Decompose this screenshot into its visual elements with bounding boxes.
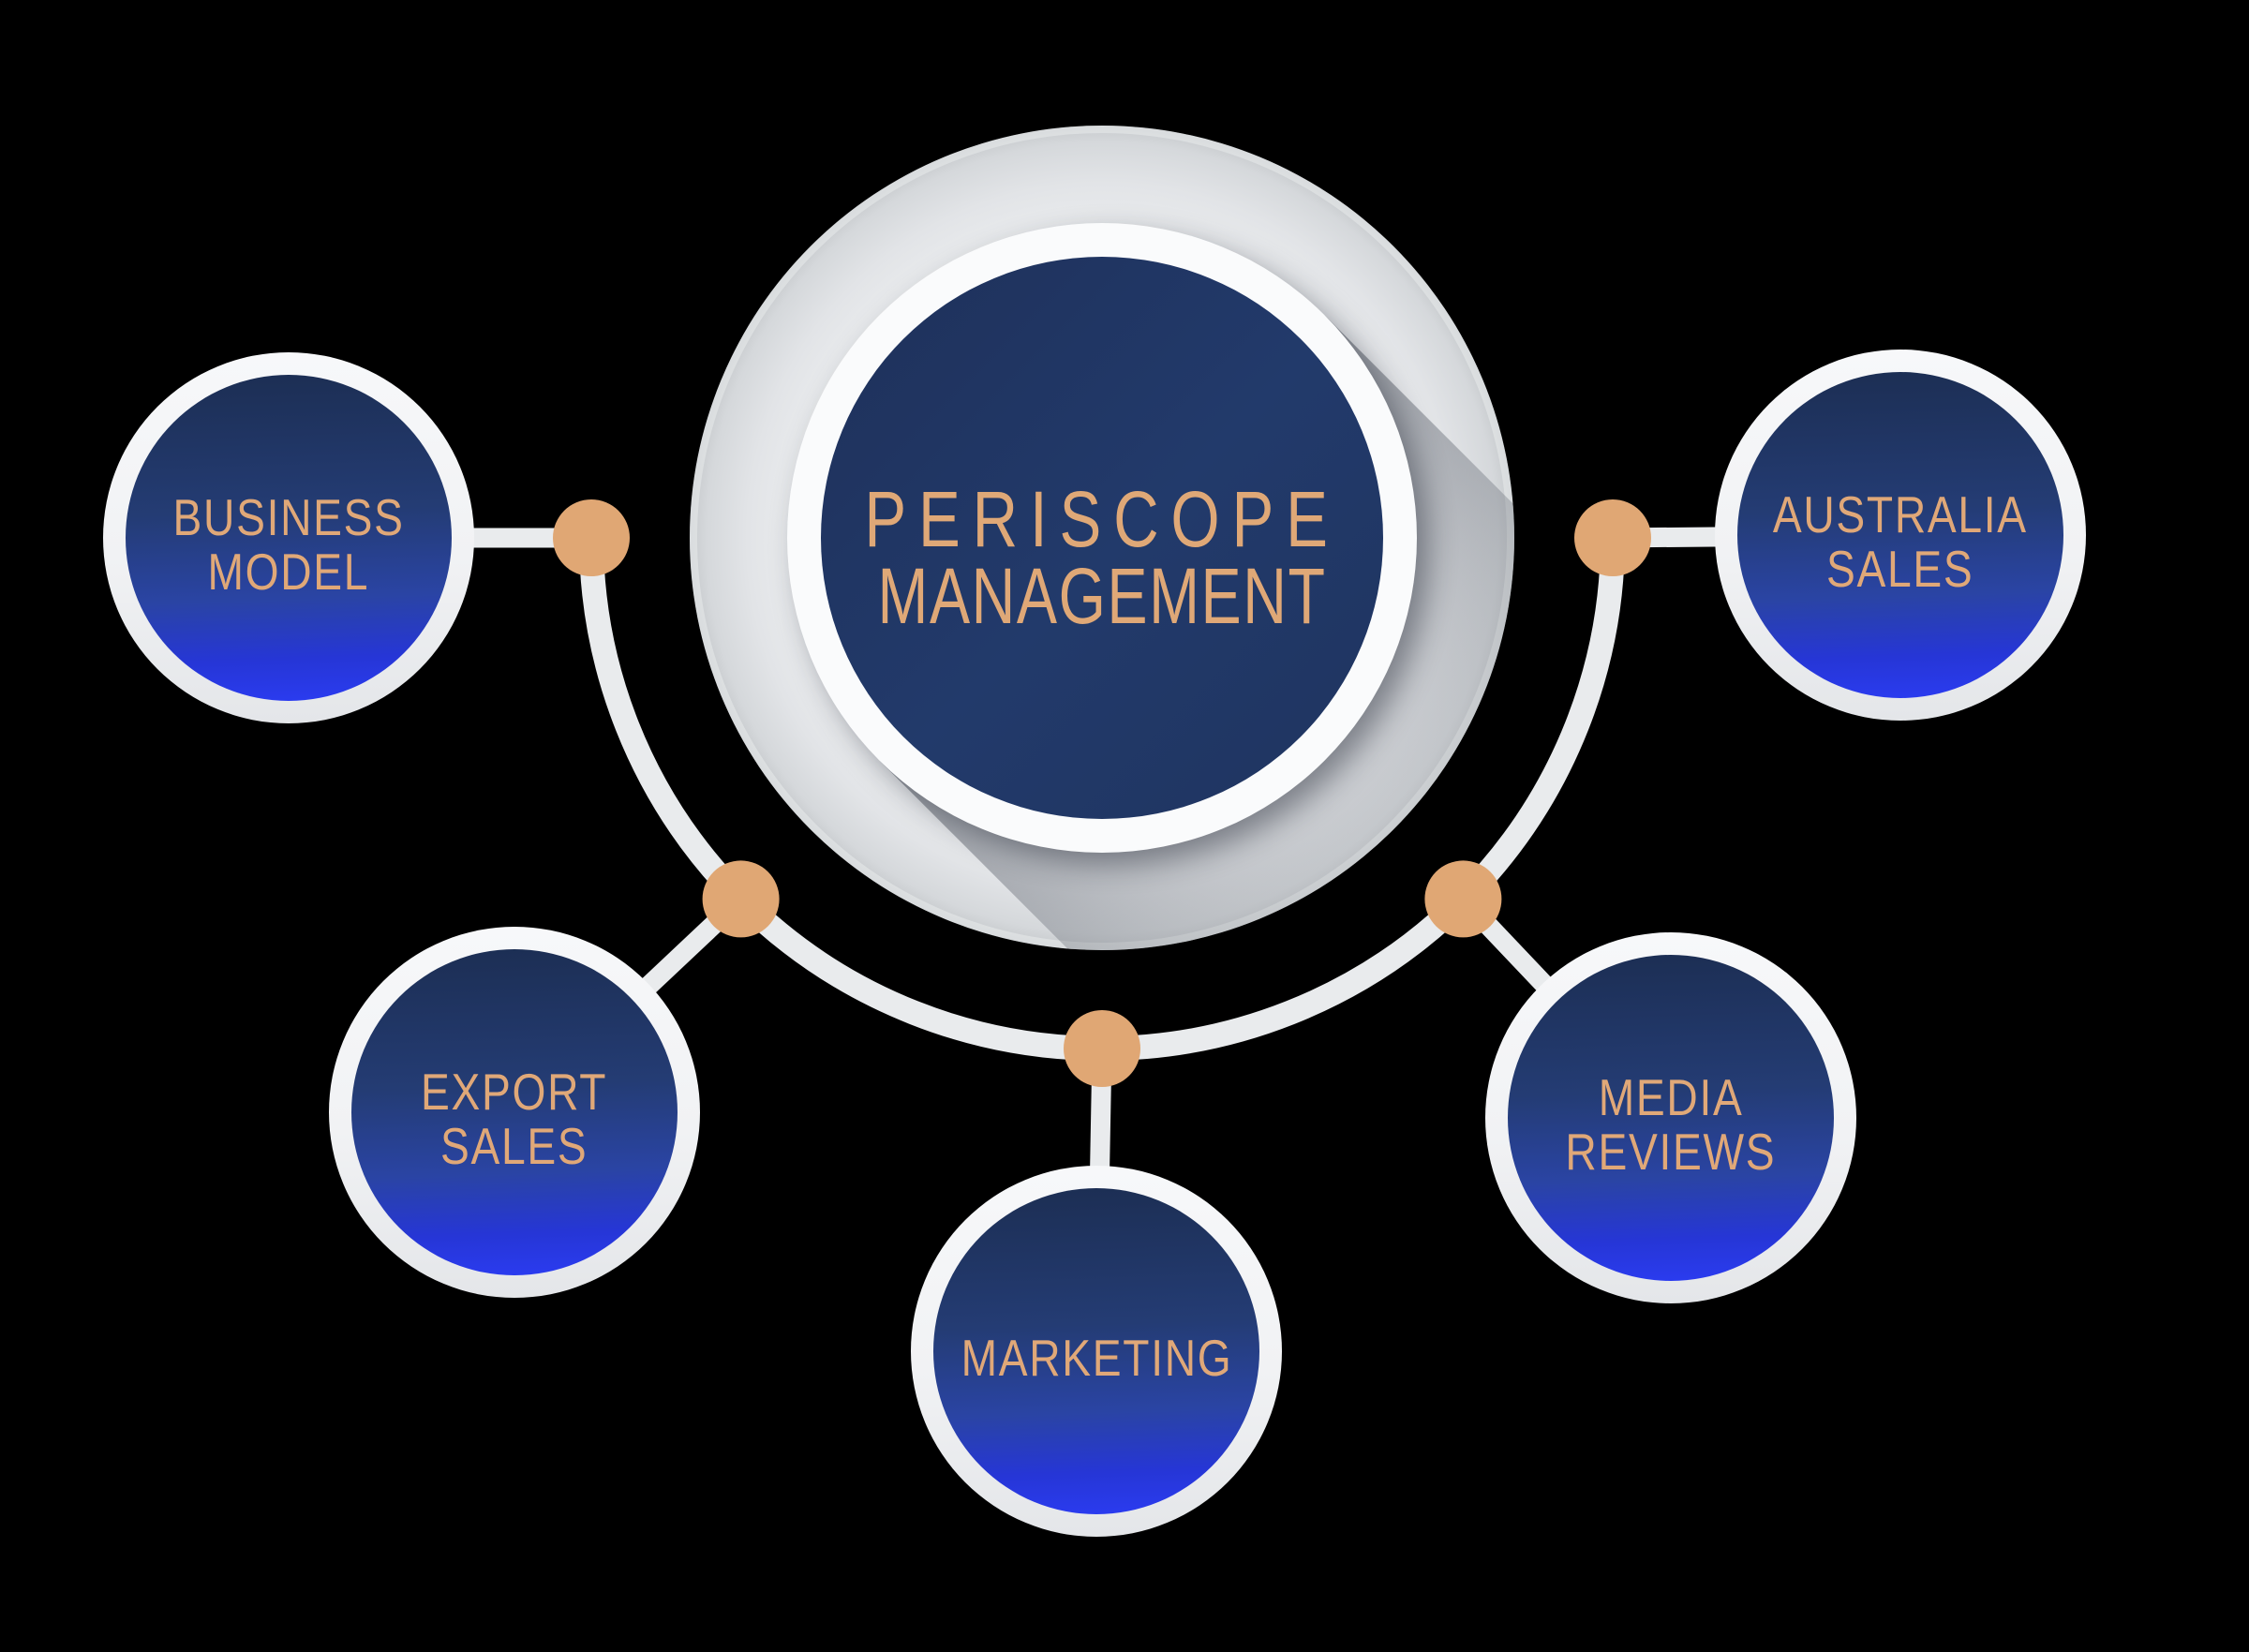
connector-node-marketing [1064, 1010, 1140, 1087]
node-label-export-sales: EXPORT SALES [351, 949, 678, 1275]
node-label-line2: SALES [1826, 540, 1974, 598]
node-australia-sales: AUSTRALIA SALES [1715, 350, 2086, 721]
node-label-australia-sales: AUSTRALIA SALES [1737, 372, 2063, 698]
node-label-line1: AUSTRALIA [1773, 485, 2028, 543]
node-label-line2: MODEL [207, 543, 370, 601]
node-label-business-model: BUSINESS MODEL [126, 375, 452, 701]
node-export-sales: EXPORT SALES [329, 927, 700, 1298]
node-label-line1: MEDIA [1598, 1068, 1744, 1126]
hub-title-line2: MANAGEMENT [877, 552, 1327, 640]
node-core-disc [351, 949, 678, 1275]
node-core-disc [1737, 372, 2063, 698]
node-marketing: MARKETING [911, 1166, 1282, 1537]
hub-periscope-management: PERISCOPE MANAGEMENT [690, 126, 1514, 950]
node-label-marketing: MARKETING [933, 1188, 1259, 1514]
node-business-model: BUSINESS MODEL [103, 352, 474, 723]
connector-node-australia-sales [1574, 499, 1651, 576]
hub-label: PERISCOPE MANAGEMENT [821, 257, 1383, 819]
connector-node-export-sales [702, 860, 780, 938]
connector-node-business-model [553, 499, 630, 576]
node-label-line1: MARKETING [961, 1329, 1232, 1387]
node-core-disc [933, 1188, 1259, 1514]
node-core-disc [126, 375, 452, 701]
node-label-line2: REVIEWS [1565, 1123, 1777, 1181]
node-label-line1: EXPORT [421, 1063, 608, 1121]
hub-core-disc [821, 257, 1383, 819]
node-core-disc [1508, 955, 1834, 1281]
node-label-media-reviews: MEDIA REVIEWS [1508, 955, 1834, 1281]
node-label-line1: BUSINESS [172, 488, 405, 546]
node-label-line2: SALES [440, 1117, 588, 1175]
hub-title-line1: PERISCOPE [864, 475, 1340, 563]
node-media-reviews: MEDIA REVIEWS [1485, 932, 1856, 1303]
